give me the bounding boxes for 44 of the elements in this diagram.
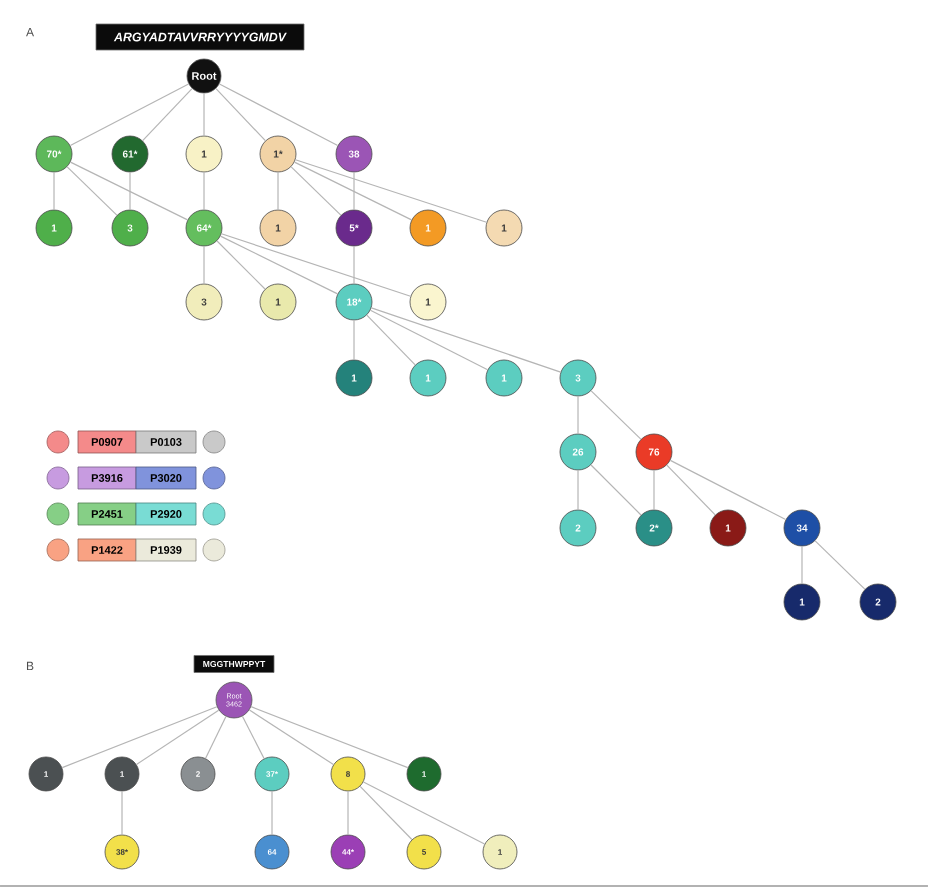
branch-line bbox=[220, 233, 412, 297]
branch-line bbox=[218, 83, 339, 147]
branch-line bbox=[293, 161, 413, 221]
branch-line bbox=[653, 469, 655, 511]
branch-line bbox=[369, 309, 489, 371]
branch-line bbox=[366, 314, 416, 366]
branch-line bbox=[203, 245, 205, 285]
branch-line bbox=[203, 171, 205, 211]
branch-line bbox=[362, 781, 486, 845]
branch-line bbox=[216, 240, 266, 290]
branch-line bbox=[215, 88, 266, 142]
branch-line bbox=[69, 161, 189, 221]
branch-line bbox=[121, 790, 123, 836]
branch-line bbox=[666, 464, 716, 516]
branch-line bbox=[353, 319, 355, 361]
branch-line bbox=[241, 715, 265, 760]
branch-line bbox=[290, 166, 342, 216]
branch-line bbox=[219, 235, 339, 295]
branch-line bbox=[69, 83, 190, 147]
branch-line bbox=[142, 88, 193, 142]
branch-line bbox=[277, 171, 279, 211]
branch-line bbox=[135, 709, 220, 765]
branch-line bbox=[801, 545, 803, 585]
branch-line bbox=[370, 307, 562, 373]
branch-line bbox=[250, 706, 409, 769]
branch-line bbox=[590, 464, 642, 516]
branch-line bbox=[590, 390, 642, 440]
branch-line bbox=[203, 92, 205, 137]
branch-line bbox=[66, 166, 118, 216]
branch-line bbox=[271, 790, 273, 836]
branch-line bbox=[205, 715, 227, 759]
branch-line bbox=[353, 171, 355, 211]
branch-line bbox=[53, 171, 55, 211]
branch-line bbox=[61, 706, 218, 769]
branch-line bbox=[359, 785, 413, 841]
branch-line bbox=[248, 709, 334, 766]
branch-line bbox=[669, 459, 787, 521]
branch-line bbox=[814, 540, 866, 590]
branch-line bbox=[577, 469, 579, 511]
branch-line bbox=[129, 171, 131, 211]
branch-line bbox=[353, 245, 355, 285]
branch-line bbox=[294, 159, 488, 223]
branch-line bbox=[347, 790, 349, 836]
branch-line bbox=[577, 395, 579, 435]
